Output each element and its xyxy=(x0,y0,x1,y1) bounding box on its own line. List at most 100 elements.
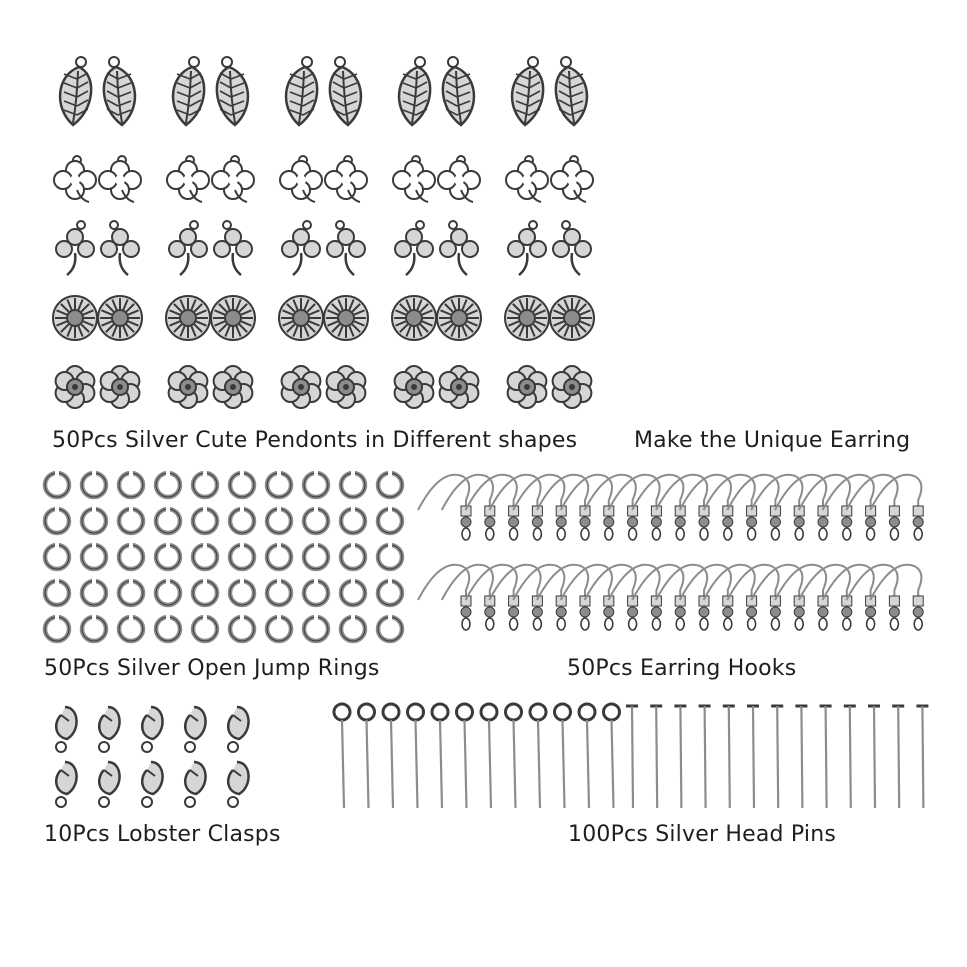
leaf-pendant xyxy=(554,56,589,127)
shamrock-pendant xyxy=(439,220,479,276)
jump-ring xyxy=(153,614,183,644)
eye-pin xyxy=(577,702,597,809)
jump-ring xyxy=(116,542,146,572)
earring-hook xyxy=(440,563,496,631)
clover-pendant xyxy=(279,155,323,203)
flat-head-pin xyxy=(819,704,832,809)
lobster-clasp xyxy=(226,705,250,753)
shamrock-pendant xyxy=(326,220,366,276)
earring-hook xyxy=(774,473,829,541)
jump-ring xyxy=(190,578,220,608)
jump-ring xyxy=(190,506,220,536)
lobster-clasps-caption: 10Pcs Lobster Clasps xyxy=(44,822,281,847)
flat-head-pin xyxy=(795,704,808,809)
pendants-caption: 50Pcs Silver Cute Pendonts in Different … xyxy=(52,428,578,453)
earring-hook xyxy=(655,563,710,631)
lobster-clasp xyxy=(54,705,78,753)
daisy-pendant xyxy=(393,365,435,409)
earring-hooks-caption: 50Pcs Earring Hooks xyxy=(567,656,797,681)
jump-ring xyxy=(301,542,331,572)
clover-pendant xyxy=(166,155,210,203)
jump-ring xyxy=(116,614,146,644)
jump-ring xyxy=(227,542,257,572)
earring-hook xyxy=(464,563,520,631)
sunflower-pendant xyxy=(52,295,98,341)
earring-hook xyxy=(845,563,900,631)
clover-pendant xyxy=(505,155,549,203)
leaf-pendant xyxy=(102,56,137,127)
leaf-pendant xyxy=(284,56,319,127)
jump-ring xyxy=(301,578,331,608)
shamrock-pendant xyxy=(507,220,547,276)
eye-pin xyxy=(455,702,474,809)
jump-ring xyxy=(42,470,72,500)
leaf-pendant xyxy=(58,56,93,127)
eye-pin xyxy=(504,702,523,809)
jump-ring xyxy=(79,542,109,572)
flat-head-pin xyxy=(771,704,784,809)
flat-head-pin xyxy=(916,704,929,809)
jump-ring xyxy=(79,506,109,536)
jump-ring xyxy=(79,614,109,644)
flat-head-pin xyxy=(722,704,735,809)
sunflower-pendant xyxy=(391,295,437,341)
head-pins-section xyxy=(320,690,940,815)
jump-rings-section xyxy=(0,460,420,650)
earring-hook xyxy=(869,563,924,631)
sunflower-pendant xyxy=(278,295,324,341)
earring-hook xyxy=(702,563,758,631)
earring-hook xyxy=(440,473,496,541)
flat-head-pin xyxy=(674,704,687,809)
jump-ring xyxy=(227,578,257,608)
tagline-caption: Make the Unique Earring xyxy=(634,428,911,453)
eye-pin xyxy=(528,702,548,809)
jump-ring xyxy=(338,506,368,536)
jump-ring xyxy=(264,506,294,536)
flat-head-pin xyxy=(650,704,663,809)
jump-ring xyxy=(116,578,146,608)
earring-hook xyxy=(655,473,710,541)
jump-ring xyxy=(264,470,294,500)
earring-hook xyxy=(488,473,543,541)
earring-hook xyxy=(750,473,805,541)
daisy-pendant xyxy=(438,365,480,409)
earring-hook xyxy=(583,563,639,631)
flat-head-pin xyxy=(843,704,856,809)
earring-hook xyxy=(845,473,900,541)
jump-rings-caption: 50Pcs Silver Open Jump Rings xyxy=(44,656,380,681)
jump-ring xyxy=(264,578,294,608)
earring-hook xyxy=(488,563,543,631)
earring-hooks-illustration xyxy=(417,473,924,631)
jump-ring xyxy=(227,614,257,644)
flat-head-pin xyxy=(868,704,880,809)
leaf-pendant xyxy=(397,56,432,127)
jump-ring xyxy=(153,578,183,608)
jump-ring xyxy=(190,614,220,644)
jump-ring xyxy=(42,506,72,536)
shamrock-pendant xyxy=(394,220,434,276)
daisy-pendant xyxy=(280,365,322,409)
eye-pin xyxy=(381,702,401,809)
earring-hook xyxy=(559,563,615,631)
sunflower-pendant xyxy=(97,295,143,341)
earring-hook xyxy=(512,473,567,541)
pendants-illustration xyxy=(52,56,595,409)
jump-ring xyxy=(375,506,405,536)
earring-hook xyxy=(678,473,734,541)
lobster-clasp xyxy=(183,760,207,808)
jump-ring xyxy=(264,542,294,572)
jump-ring xyxy=(190,542,220,572)
lobster-clasp xyxy=(97,760,121,808)
jump-ring xyxy=(338,470,368,500)
earring-hook xyxy=(631,563,686,631)
jump-ring xyxy=(338,542,368,572)
earring-hook xyxy=(583,473,639,541)
shamrock-pendant xyxy=(100,220,140,276)
flat-head-pin xyxy=(747,704,759,809)
leaf-pendant xyxy=(510,56,545,127)
leaf-pendant xyxy=(215,56,250,127)
clover-pendant xyxy=(324,155,368,203)
earring-hook xyxy=(726,473,781,541)
earring-hook xyxy=(702,473,758,541)
jump-ring xyxy=(116,506,146,536)
